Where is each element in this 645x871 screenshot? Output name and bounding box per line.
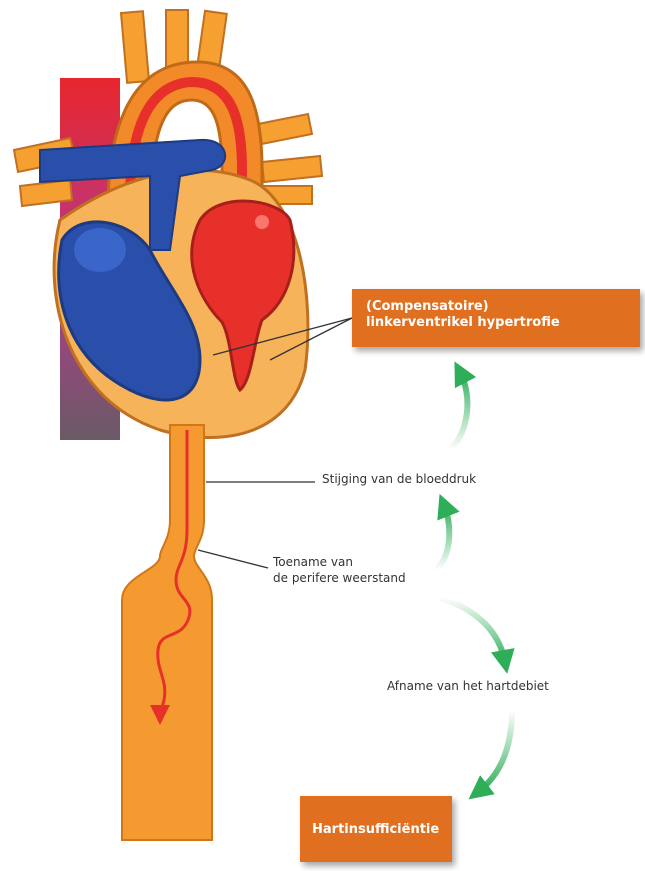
resistance-label-line2: de perifere weerstand	[273, 570, 406, 586]
arrow-up-to-hypertrophy	[450, 372, 467, 450]
hypertrophy-box: (Compensatoire) linkerventrikel hypertro…	[352, 289, 640, 347]
descending-aorta	[122, 425, 212, 840]
arrow-down-to-output	[440, 598, 505, 662]
arrow-down-to-failure	[478, 710, 512, 792]
cardiac-output-label: Afname van het hartdebiet	[387, 678, 549, 694]
cycle-arrows	[436, 372, 512, 792]
heart-failure-box: Hartinsufficiëntie	[300, 796, 452, 862]
resistance-label: Toename van de perifere weerstand	[273, 554, 406, 586]
hypertrophy-label-line1: (Compensatoire)	[366, 299, 640, 315]
blood-pressure-label: Stijging van de bloeddruk	[322, 471, 476, 487]
heart-failure-label: Hartinsufficiëntie	[312, 822, 452, 838]
arrow-up-to-bloodpressure	[436, 505, 449, 570]
left-ventricle-highlight	[255, 215, 269, 229]
hypertrophy-label-line2: linkerventrikel hypertrofie	[366, 315, 640, 331]
right-ventricle-highlight	[74, 228, 126, 272]
resistance-label-line1: Toename van	[273, 554, 406, 570]
